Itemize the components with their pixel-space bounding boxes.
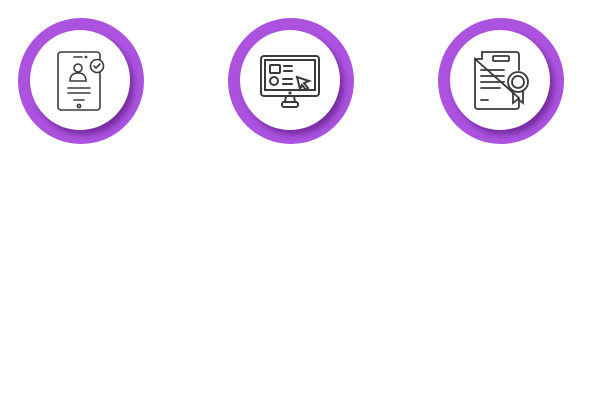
tablet-profile-verified-icon	[57, 51, 105, 111]
badge-monitor	[228, 18, 354, 144]
badge-certificate	[438, 18, 564, 144]
badge-inner	[450, 30, 550, 130]
badge-profile	[18, 18, 144, 144]
monitor-form-cursor-icon	[260, 55, 320, 108]
badge-inner	[240, 30, 340, 130]
certificate-document-icon	[474, 51, 529, 110]
badge-inner	[30, 30, 130, 130]
